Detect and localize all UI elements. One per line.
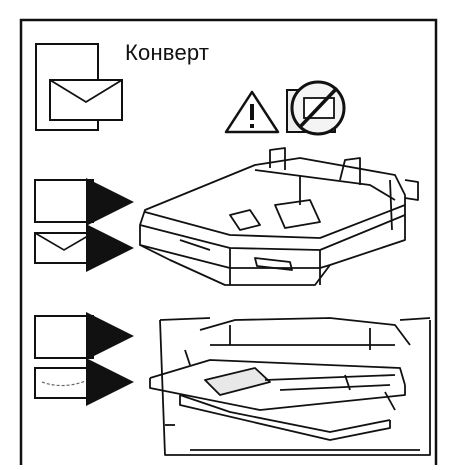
envelope-portrait-icon <box>34 315 94 359</box>
envelope-landscape-icon <box>34 367 94 399</box>
bypass-tray-illustration <box>149 317 431 456</box>
prohibited-envelope-icon <box>286 80 346 136</box>
page-title: Конверт <box>125 40 210 65</box>
warning-triangle-icon <box>224 90 280 134</box>
envelope-flap-icon <box>35 43 123 131</box>
paper-tray-illustration <box>139 147 419 286</box>
outer-border <box>19 18 438 470</box>
envelope-landscape-icon <box>34 232 94 264</box>
envelope-portrait-icon <box>34 179 94 223</box>
